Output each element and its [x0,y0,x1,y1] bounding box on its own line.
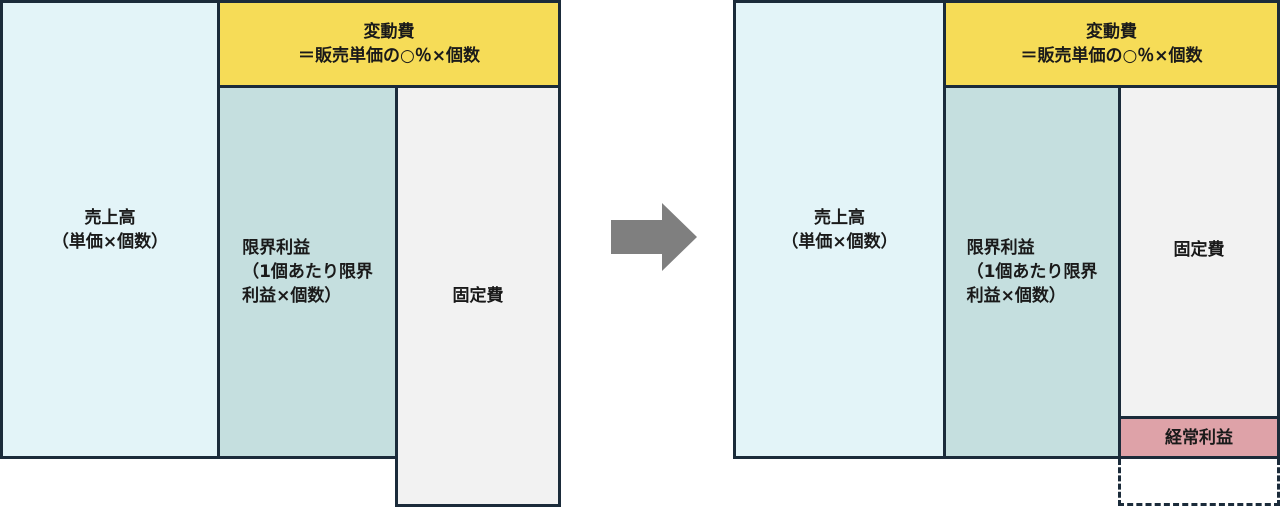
left-fixed-cost-label: 固定費 [452,286,504,306]
left-marginal-profit-label: 限界利益 （1個あたり限界 利益×個数） [242,238,373,306]
right-ordinary-profit-block: 経常利益 [1118,416,1280,459]
right-marginal-profit-label: 限界利益 （1個あたり限界 利益×個数） [966,238,1098,306]
right-fixed-cost-label: 固定費 [1173,240,1225,260]
right-sales-label: 売上高 （単価×個数） [781,207,898,252]
left-sales-label: 売上高 （単価×個数） [51,207,169,252]
left-marginal-profit-block: 限界利益 （1個あたり限界 利益×個数） [217,85,398,459]
right-ordinary-profit-label: 経常利益 [1165,427,1233,448]
right-arrow-icon [611,203,697,271]
right-reduced-fixed-cost-outline [1118,459,1280,506]
right-fixed-cost-block: 固定費 [1118,85,1280,419]
right-marginal-profit-block: 限界利益 （1個あたり限界 利益×個数） [943,85,1121,459]
right-sales-block: 売上高 （単価×個数） [733,0,946,459]
left-variable-cost-label: 変動費 ＝販売単価の○％×個数 [297,22,481,66]
right-variable-cost-label: 変動費 ＝販売単価の○％×個数 [1020,22,1203,66]
left-sales-block: 売上高 （単価×個数） [0,0,220,459]
left-variable-cost-block: 変動費 ＝販売単価の○％×個数 [217,0,561,88]
left-fixed-cost-block: 固定費 [395,85,561,507]
right-variable-cost-block: 変動費 ＝販売単価の○％×個数 [943,0,1280,88]
